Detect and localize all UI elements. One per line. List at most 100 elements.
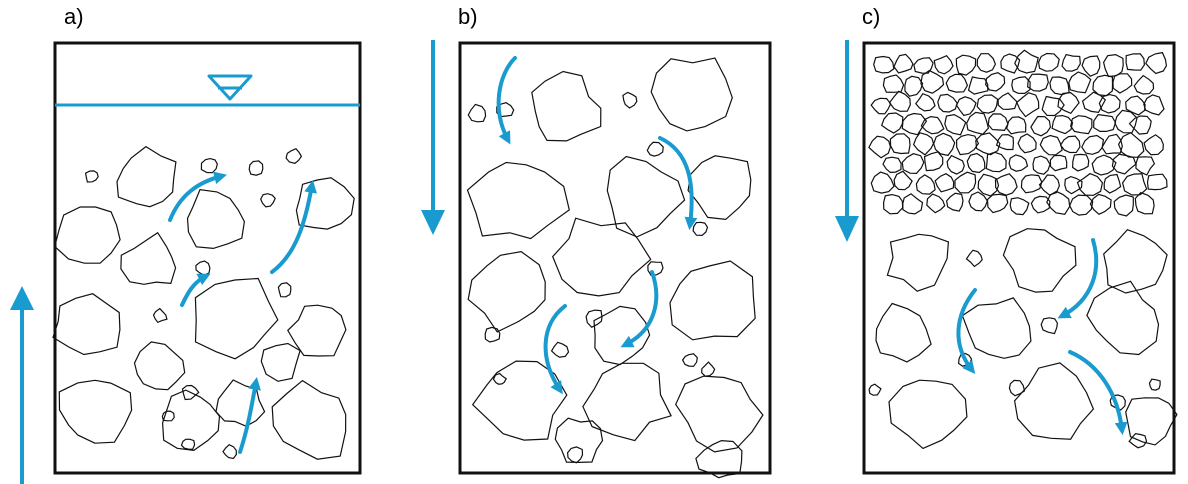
panel-c-label: c) [862,4,881,29]
panel-c-fine-grain [986,193,1009,214]
panel-c-fine-grain [1039,134,1063,156]
panel-c-frame [862,41,1176,475]
flow-arrow-icon [496,56,517,145]
panel-a-grain [215,379,266,427]
panel-b-grain [552,217,652,297]
panel-c-fine-grain [1143,134,1164,156]
panel-c-fine-grain [880,112,904,134]
panel-a-small-grain [222,443,238,460]
panel-b-grain [471,360,568,441]
panel-a-grain [295,177,355,230]
panel-c-small-grain [1148,378,1161,391]
panel-c-fine-grain [955,54,977,76]
panel-c-fine-grain [1032,155,1051,175]
panel-a-grain [116,145,177,208]
panel-c-fine-grain [1133,74,1155,95]
panel-c-fine-grain [1125,53,1146,71]
panel-a-grain [186,188,246,250]
panel-c-fine-grain [915,92,936,112]
panel-c-fine-grain [1014,49,1039,74]
panel-c-fine-grain [1089,193,1112,216]
panel-c-fine-grain [994,173,1018,196]
panel-a-small-grain [152,307,168,324]
panel-c-small-grain [1128,432,1148,449]
panel-c-grain [888,379,968,450]
downward-arrowhead-icon-b [421,210,445,235]
panel-c-small-grain [1008,379,1026,397]
panel-c-grain [1086,280,1160,356]
panel-c-fine-grain [1114,109,1138,134]
panel-b-small-grain [701,361,716,377]
panel-c-fine-grain [1113,194,1134,217]
flow-arrow-icon [238,376,261,454]
panel-c-fine-grain [901,112,928,136]
panel-b-grain [606,155,686,238]
panel-c-fine-grain [1009,197,1030,216]
panel-c-grain [1125,397,1178,446]
panel-c-fine-grain [1117,131,1145,158]
flow-arrow-icon [658,136,698,231]
panel-c-fine-grain [1092,74,1114,97]
soil-grains [52,49,1178,479]
panel-c-fine-grain [920,115,945,135]
panel-a-grain [52,293,121,356]
panel-c-fine-grain [1026,73,1049,92]
panel-a-small-grain [161,410,175,422]
panel-c-fine-grain [1051,114,1074,135]
panel-c-fine-grain [985,151,1007,173]
panel-c-grain [875,302,932,363]
panel-b-grain [582,362,672,442]
panel-c-fine-grain [1071,153,1090,172]
panel-a-small-grain [200,157,218,174]
panel-c-fine-grain [923,151,944,172]
panel-c-fine-grain [1143,94,1165,116]
panel-c-fine-grain [1121,173,1148,196]
panel-c-fine-grain [975,132,1001,156]
panel-c-fine-grain [1091,154,1117,176]
panel-c-fine-grain [1111,153,1137,175]
panel-c-fine-grain [1038,174,1061,196]
panel-c-fine-grain [1103,173,1122,194]
panel-c-fine-grain [1102,53,1124,78]
panel-a-grain [54,206,121,264]
panel-c-fine-grain [870,97,892,115]
panel-c-fine-grain [912,132,935,156]
panel-c-fine-grain [966,111,990,135]
panel-c-fine-grain [976,94,999,114]
panel-c-fine-grain [1146,173,1168,191]
panel-c-fine-grain [955,96,977,117]
panel-b-small-grain [566,446,584,464]
panel-c-grain [1103,228,1168,294]
panel-c-fine-grain [933,54,954,75]
panel-c-fine-grain [1128,115,1152,135]
panel-c-fine-grain [1016,92,1040,118]
flow-arrow-icon [620,270,659,348]
flow-arrows [168,56,1128,454]
panel-c-fine-grain [1064,175,1083,195]
panel-b-small-grain [646,141,664,157]
panel-c-fine-grain [1098,93,1121,114]
flow-arrow-icon [1068,350,1128,436]
panel-c-fine-grain [1017,133,1037,154]
panel-c-fine-grain [1049,154,1068,172]
panel-b-small-grain [692,221,709,237]
panel-c-fine-grain [966,152,986,174]
panel-b-small-grain [467,103,487,123]
panel-b-small-grain [550,341,570,358]
panel-c-fine-grain [1061,53,1081,72]
panel-c-fine-grain [1030,115,1052,137]
panel-c-small-grain [965,249,983,268]
panel-a-grain [260,342,301,382]
panel-c-fine-grain [870,171,895,194]
panel-c-small-grain [1109,394,1126,411]
panel-b-small-grain [484,326,501,343]
panel-c-fine-grain [987,113,1009,132]
panel-c-grain [886,233,950,292]
panel-c-fine-grain [1093,113,1117,132]
panel-c-fine-grain [893,53,914,74]
flow-arrow-icon [1057,238,1099,319]
panel-c-fine-grain [955,133,980,156]
panel-c-fine-grain [1112,73,1133,94]
